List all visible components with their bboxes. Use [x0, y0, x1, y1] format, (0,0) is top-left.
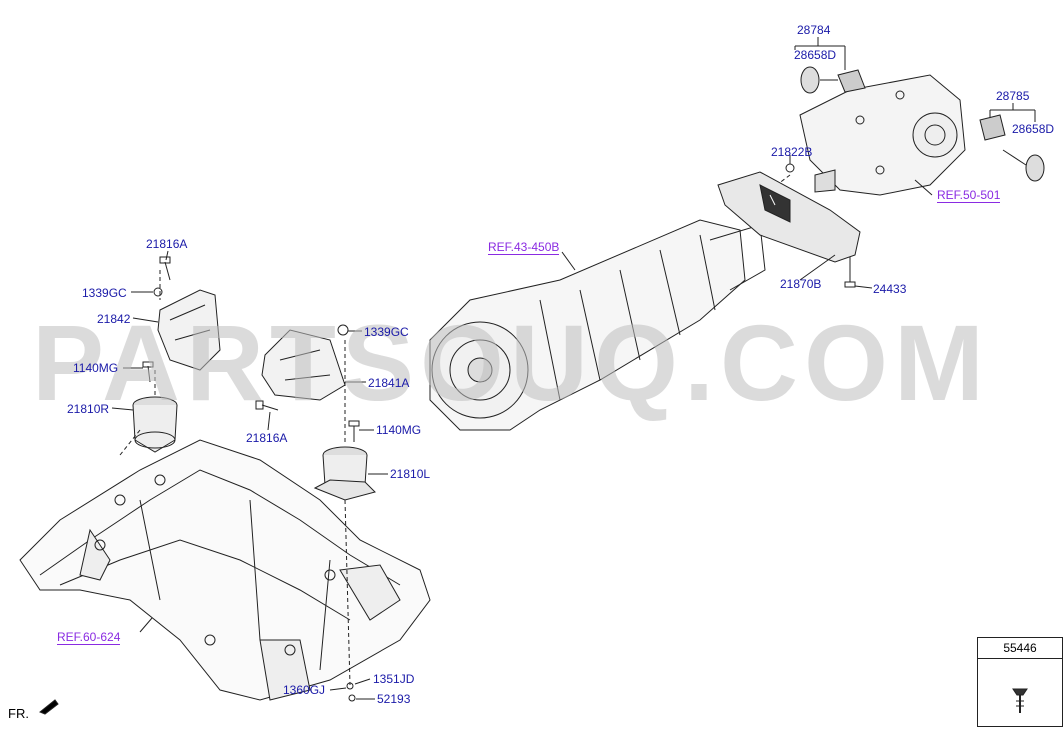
transfer-case-drawing	[799, 74, 966, 196]
part-label-1360GJ[interactable]: 1360GJ	[283, 683, 326, 697]
part-label-1351JD[interactable]: 1351JD	[373, 672, 415, 686]
subframe-drawing	[19, 439, 431, 701]
leader-lines	[111, 37, 1036, 700]
bolts-drawing	[142, 163, 856, 702]
legend-part-number[interactable]: 55446	[978, 638, 1062, 659]
transmission-drawing	[429, 219, 766, 431]
part-label-1140MG-left[interactable]: 1140MG	[73, 361, 119, 375]
legend-box-55446[interactable]: 55446	[977, 637, 1063, 727]
part-label-28785[interactable]: 28785	[996, 89, 1030, 103]
insulators-drawing	[800, 66, 1045, 182]
crossmember-21870B-drawing	[717, 171, 861, 263]
part-label-24433[interactable]: 24433	[873, 282, 907, 296]
part-label-21870B[interactable]: 21870B	[780, 277, 822, 291]
part-label-28658D-right[interactable]: 28658D	[1012, 122, 1055, 136]
bracket-21841A-drawing	[261, 329, 346, 401]
part-label-1140MG-mid[interactable]: 1140MG	[376, 423, 422, 437]
ref-link-43-450B[interactable]: REF.43-450B	[488, 240, 560, 255]
part-label-21842[interactable]: 21842	[97, 312, 131, 326]
part-label-21822B[interactable]: 21822B	[771, 145, 813, 159]
bracket-21842-drawing	[157, 289, 221, 371]
front-direction-arrow-icon	[39, 699, 59, 715]
ref-link-60-624[interactable]: REF.60-624	[57, 630, 121, 645]
part-label-1339GC-mid[interactable]: 1339GC	[364, 325, 409, 339]
mount-21810L-drawing	[313, 446, 376, 501]
part-label-1339GC-left[interactable]: 1339GC	[82, 286, 127, 300]
part-label-21816A-top[interactable]: 21816A	[146, 237, 188, 251]
mount-21810R-drawing	[132, 396, 178, 453]
part-label-21810R[interactable]: 21810R	[67, 402, 110, 416]
ref-link-50-501[interactable]: REF.50-501	[937, 188, 1001, 203]
front-direction-label: FR.	[8, 706, 29, 721]
part-label-21810L[interactable]: 21810L	[390, 467, 431, 481]
part-label-52193[interactable]: 52193	[377, 692, 411, 706]
part-label-21841A[interactable]: 21841A	[368, 376, 410, 390]
part-label-28658D-top[interactable]: 28658D	[794, 48, 837, 62]
part-label-21816A-mid[interactable]: 21816A	[246, 431, 288, 445]
part-label-28784[interactable]: 28784	[797, 23, 831, 37]
clip-fastener-icon	[1012, 688, 1028, 713]
